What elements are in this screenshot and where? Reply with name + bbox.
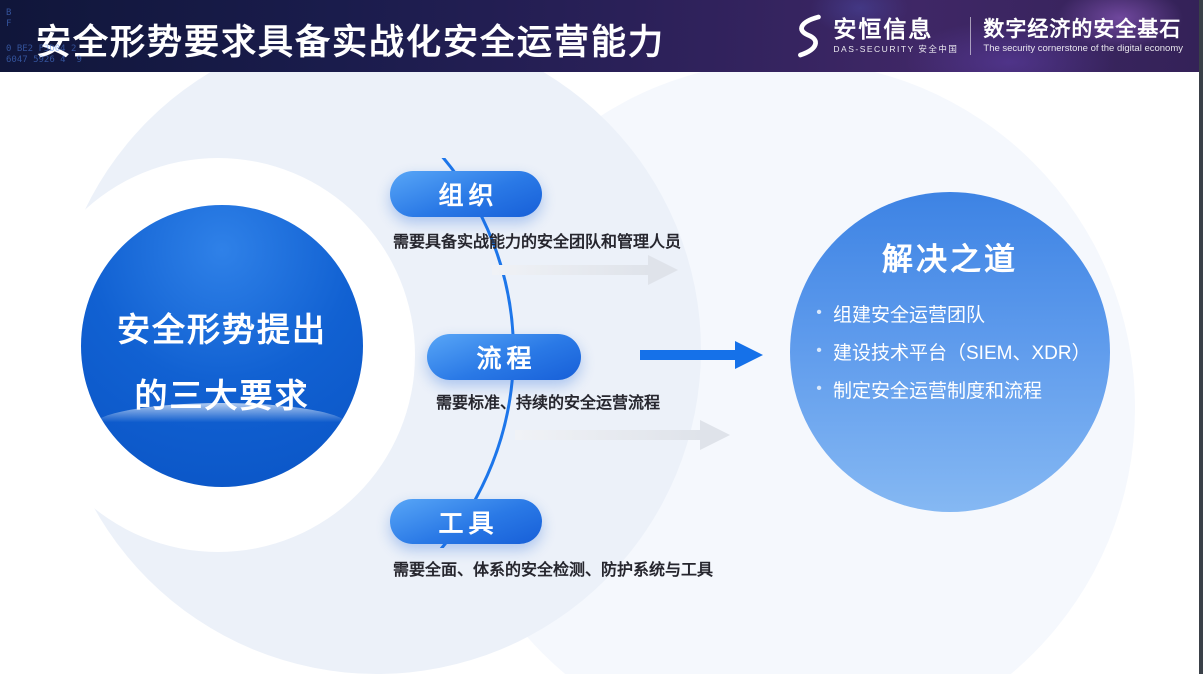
- brand-name-en: DAS-SECURITY 安全中国: [833, 44, 959, 54]
- bullet-dot-icon: •: [816, 304, 822, 321]
- matrix-line: F: [6, 19, 12, 29]
- bullet-dot-icon: •: [816, 380, 822, 397]
- matrix-line: 6047 5926 4 9: [6, 55, 82, 65]
- solution-item-text: 建设技术平台（SIEM、XDR）: [833, 342, 1091, 364]
- pill-tools: 工具: [390, 499, 542, 544]
- bullet-dot-icon: •: [816, 342, 822, 359]
- sphere-title-line2: 的三大要求: [134, 377, 310, 414]
- gray-arrow-top-head-icon: [648, 255, 678, 285]
- brand-name: 安恒信息: [833, 16, 934, 42]
- header-bar: B F 0 BE2 F3D04 2 6047 5926 4 9 安全形势要求具备…: [0, 0, 1203, 72]
- pill-tools-label: 工具: [438, 509, 499, 538]
- matrix-code-overlay: B F 0 BE2 F3D04 2 6047 5926 4 9: [6, 8, 82, 66]
- window-edge-right: [1199, 0, 1203, 674]
- matrix-line: 0 BE2 F3D04 2: [6, 44, 77, 54]
- requirements-sphere: 安全形势提出 的三大要求: [81, 205, 363, 487]
- blue-arrow-shaft: [640, 350, 735, 360]
- organization-description: 需要具备实战能力的安全团队和管理人员: [393, 234, 682, 251]
- solution-item: • 制定安全运营制度和流程: [805, 370, 1100, 408]
- brand-divider: [970, 17, 972, 55]
- matrix-line: B: [6, 8, 12, 18]
- brand-slogan: 数字经济的安全基石: [983, 18, 1182, 41]
- brand-swoosh-icon: [798, 14, 822, 58]
- brand-logo: 安恒信息 DAS-SECURITY 安全中国 数字经济的安全基石 The sec…: [789, 0, 1183, 72]
- solution-title: 解决之道: [882, 242, 1018, 277]
- pill-organization: 组织: [390, 171, 542, 217]
- sphere-highlight: [93, 403, 349, 449]
- brand-slogan-en: The security cornerstone of the digital …: [983, 43, 1183, 54]
- solution-item-text: 制定安全运营制度和流程: [833, 380, 1043, 402]
- process-description: 需要标准、持续的安全运营流程: [436, 395, 661, 412]
- tools-description: 需要全面、体系的安全检测、防护系统与工具: [393, 562, 714, 579]
- solution-item: • 组建安全运营团队: [805, 294, 1100, 332]
- gray-arrow-bottom-shaft: [515, 430, 700, 440]
- gray-arrow-bottom-head-icon: [700, 420, 730, 450]
- pill-process-label: 流程: [476, 345, 537, 373]
- solution-item-text: 组建安全运营团队: [833, 304, 986, 326]
- solution-list: • 组建安全运营团队 • 建设技术平台（SIEM、XDR） • 制定安全运营制度…: [805, 294, 1100, 408]
- pill-organization-label: 组织: [438, 182, 499, 210]
- slide-title: 安全形势要求具备实战化安全运营能力: [36, 23, 666, 62]
- pill-process: 流程: [427, 334, 581, 380]
- solution-circle: 解决之道 • 组建安全运营团队 • 建设技术平台（SIEM、XDR） • 制定安…: [790, 192, 1110, 512]
- gray-arrow-top-shaft: [492, 265, 648, 275]
- solution-item: • 建设技术平台（SIEM、XDR）: [805, 332, 1100, 370]
- sphere-title-line1: 安全形势提出: [117, 311, 327, 348]
- blue-arrow-head-icon: [735, 341, 763, 369]
